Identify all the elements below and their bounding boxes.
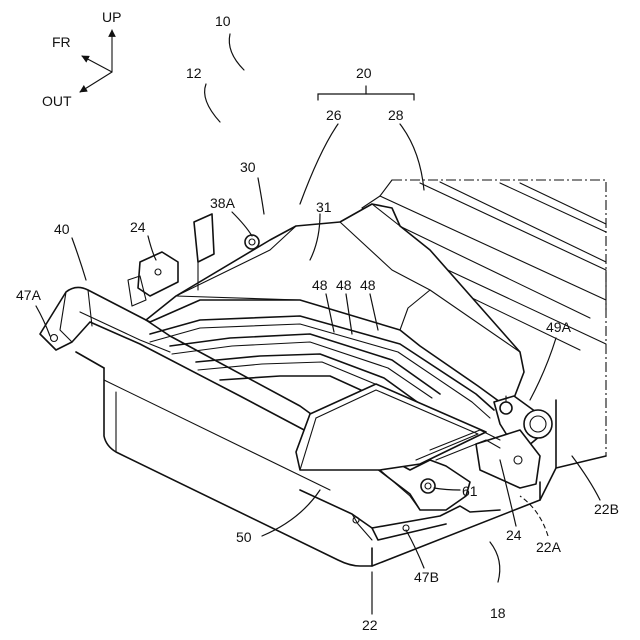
label-47a: 47A [16,287,42,303]
front-label: FR [52,34,71,50]
label-18: 18 [490,605,506,621]
label-12: 12 [186,65,202,81]
label-30: 30 [240,159,256,175]
label-28: 28 [388,107,404,123]
orientation-indicator: UP FR OUT [42,9,121,109]
out-label: OUT [42,93,72,109]
label-61: 61 [462,483,478,499]
up-label: UP [102,9,121,25]
label-10: 10 [215,13,231,29]
label-20: 20 [356,65,372,81]
label-24-bottom: 24 [506,527,522,543]
label-22: 22 [362,617,378,633]
label-48-1: 48 [312,277,328,293]
label-38a: 38A [210,195,236,211]
label-22b: 22B [594,501,619,517]
label-31: 31 [316,199,332,215]
label-48-2: 48 [336,277,352,293]
label-48-3: 48 [360,277,376,293]
label-49a: 49A [546,319,572,335]
label-50: 50 [236,529,252,545]
bolt-61 [421,479,435,493]
label-24-top: 24 [130,219,146,235]
label-22a: 22A [536,539,562,555]
label-40: 40 [54,221,70,237]
label-26: 26 [326,107,342,123]
label-47b: 47B [414,569,439,585]
